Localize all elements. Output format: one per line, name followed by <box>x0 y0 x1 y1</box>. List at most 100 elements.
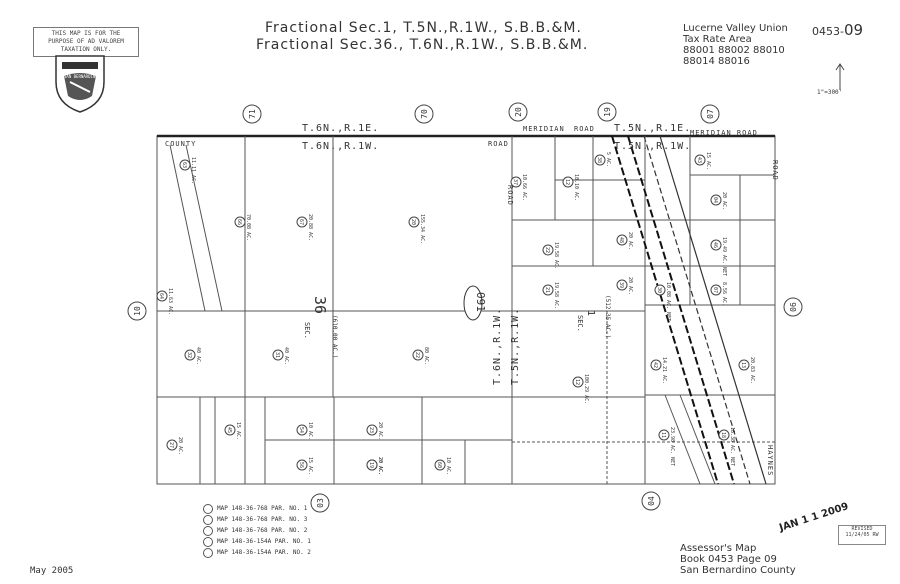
legend-item-5: MAP 148-36-154A PAR. NO. 2 <box>217 549 311 556</box>
parcel-number: 31 <box>274 352 280 358</box>
parcel-circle <box>710 239 722 251</box>
parcel-acres: 20 AC. <box>627 277 633 295</box>
parcel-number: 37 <box>512 179 518 185</box>
parcel-acres: 5 AC. <box>605 152 611 167</box>
tax-area-subtitle: Tax Rate Area <box>683 34 752 45</box>
parcel-circle <box>710 284 722 296</box>
tax-rate-area: Lucerne Valley Union Tax Rate Area 88001… <box>683 23 788 67</box>
parcel-number: 32 <box>186 352 192 358</box>
parcel-number: 27 <box>168 442 174 448</box>
parcel-circle <box>654 284 666 296</box>
section-number: 36 <box>311 296 329 314</box>
parcel-number: 12 <box>574 379 580 385</box>
road-top: ROAD <box>488 140 509 148</box>
parcel-circle <box>718 429 730 441</box>
parcel-number: 22 <box>544 247 550 253</box>
parcel-number: 54 <box>298 427 304 433</box>
assessor-line-1: Assessor's Map <box>680 543 757 554</box>
parcel-number: 21 <box>544 287 550 293</box>
title-line-2: Fractional Sec.36., T.6N.,R.1W., S.B.B.&… <box>256 37 589 53</box>
parcel-circle <box>694 154 706 166</box>
seal-text: SAN BERNARDINO <box>64 74 98 79</box>
parcel-circle <box>510 176 522 188</box>
road-county: COUNTY <box>165 140 196 148</box>
parcel-circle <box>179 159 191 171</box>
parcel-number: 20 <box>410 219 416 225</box>
parcel-circle <box>408 216 420 228</box>
parcel-acres: 10.08 AC. NET <box>665 282 671 321</box>
parcel-circle <box>738 359 750 371</box>
parcel-circle <box>296 216 308 228</box>
township-top-left-lower: T.6N.,R.1W. <box>302 141 379 152</box>
parcel-acres: 8.56 AC. <box>721 282 727 306</box>
north-arrow-icon <box>820 62 860 96</box>
book-circle-10: 10 <box>133 306 142 316</box>
map-code: 0453-09 <box>812 21 863 39</box>
parcel-number: 63 <box>181 162 187 168</box>
parcel-acres: 40 AC. <box>283 347 289 365</box>
parcel-circle <box>434 459 446 471</box>
parcel-circle <box>616 279 628 291</box>
parcel-circle <box>224 424 236 436</box>
parcel-number: 38 <box>596 157 602 163</box>
map-code-prefix: 0453- <box>812 25 844 38</box>
parcel-circle <box>184 349 196 361</box>
parcel-number: 04 <box>712 197 718 203</box>
section-1-number: 1 <box>585 310 596 316</box>
parcel-acres: 20 AC. <box>721 192 727 210</box>
parcel-acres: 14.21 AC. <box>661 357 667 384</box>
road-meridian-right: MERIDIAN ROAD <box>690 129 758 137</box>
parcel-circle <box>572 376 584 388</box>
parcel-number: 64 <box>158 293 164 299</box>
parcel-circle <box>234 216 246 228</box>
township-center-2: T.5N.,R.1W. <box>510 308 521 385</box>
parcel-circle <box>594 154 606 166</box>
assessor-line-3: San Bernardino County <box>680 565 796 576</box>
parcel-acres: 10 AC. <box>445 457 451 475</box>
parcel-acres: 80 AC. <box>423 347 429 365</box>
parcel-acres: 11.63 AC. <box>167 288 173 315</box>
book-circle-71: 71 <box>248 109 257 119</box>
parcel-number: 60 <box>436 462 442 468</box>
parcel-number: 13 <box>740 362 746 368</box>
section-1-area: (512.35 AC.) <box>604 295 611 338</box>
parcel-acres: 10 AC. <box>307 422 313 440</box>
parcel-number: 39 <box>618 282 624 288</box>
parcel-circle <box>272 349 284 361</box>
book-circle-04: 04 <box>647 496 656 506</box>
parcel-circle <box>658 429 670 441</box>
book-circle-07: 07 <box>706 109 715 119</box>
road-meridian: MERIDIAN <box>523 125 565 133</box>
parcel-acres: 40 AC. <box>195 347 201 365</box>
parcel-circle <box>166 439 178 451</box>
revised-label: REVISED <box>851 526 873 532</box>
book-circle-03: 03 <box>316 498 325 508</box>
revised-box: REVISED 11/24/05 RW <box>838 525 886 545</box>
parcel-circle <box>296 459 308 471</box>
road-meridian-road: ROAD <box>574 125 595 133</box>
parcel-number: 07 <box>712 287 718 293</box>
parcel-circle <box>542 244 554 256</box>
parcel-acres: 20.83 AC. <box>749 357 755 384</box>
legend-item-4: MAP 148-36-154A PAR. NO. 1 <box>217 538 311 545</box>
parcel-number: 11 <box>660 432 666 438</box>
parcel-acres: 15 AC. <box>235 422 241 440</box>
